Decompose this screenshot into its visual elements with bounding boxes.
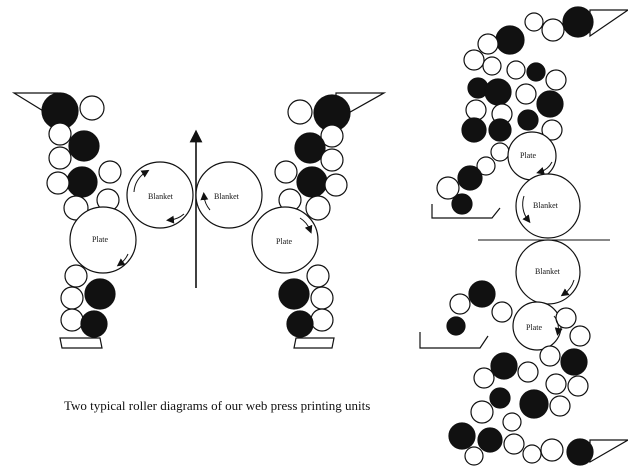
lower-ink-rollers — [446, 280, 594, 466]
upper-ink-rollers — [436, 6, 594, 215]
tray-right — [293, 337, 335, 349]
label-blanket-top: Blanket — [533, 201, 559, 210]
label-plate-left: Plate — [92, 235, 108, 244]
left-ink-rollers — [41, 92, 122, 338]
right-roller-diagram — [419, 6, 628, 466]
label-blanket-left: Blanket — [148, 192, 174, 201]
plate-cylinder-left — [69, 206, 137, 274]
ink-fountain-bottom — [589, 439, 628, 464]
blanket-cylinder-left — [126, 161, 194, 229]
ink-fountain-top — [589, 9, 628, 38]
tray-left — [59, 337, 103, 349]
blanket-cylinder-right — [195, 161, 263, 229]
plate-cylinder-right — [251, 206, 319, 274]
tray-upper — [431, 204, 501, 219]
label-plate-top: Plate — [520, 151, 536, 160]
label-plate-right: Plate — [276, 237, 292, 246]
left-roller-diagram — [11, 92, 387, 349]
tray-lower — [419, 332, 489, 349]
label-plate-bottom: Plate — [526, 323, 542, 332]
label-blanket-right: Blanket — [214, 192, 240, 201]
label-blanket-bottom: Blanket — [535, 267, 561, 276]
figure-caption: Two typical roller diagrams of our web p… — [64, 398, 371, 413]
right-ink-rollers — [274, 94, 351, 338]
blanket-cylinder-top — [515, 173, 581, 239]
